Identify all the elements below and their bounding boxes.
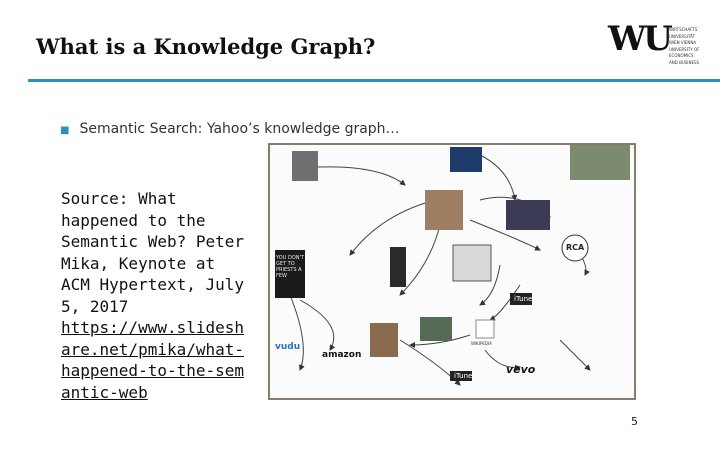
page-number: 5 [631,415,638,428]
university-logo: WU WIRTSCHAFTS UNIVERSITÄT WIEN VIENNA U… [608,22,708,74]
wikipedia-label: WIKIPEDIA [471,341,492,346]
source-citation: Source: What happened to the Semantic We… [61,188,251,403]
rca-logo-node [561,234,589,262]
man-glasses-node [370,323,398,357]
book-cover-node [275,250,305,298]
bullet-text: Semantic Search: Yahoo’s knowledge graph… [79,121,400,137]
knowledge-graph-figure: YOU DON'T GET TO PRIESTS A FEW amazon vu… [268,143,636,400]
stadium-photo-node [420,317,452,341]
source-text: Source: What happened to the Semantic We… [61,189,245,316]
source-link[interactable]: https://www.slideshare.net/pmika/what-ha… [61,318,245,402]
dancer-photo-node [390,247,406,287]
logo-text: WIRTSCHAFTS UNIVERSITÄT WIEN VIENNA UNIV… [669,27,700,65]
mansion-photo-node [570,145,630,180]
itunes-node-bottom [450,371,472,381]
wikipedia-logo-node [475,319,495,339]
itunes-top-label: iTunes [514,295,536,303]
album-art-node [452,244,492,282]
bullet-item: ■ Semantic Search: Yahoo’s knowledge grap… [60,121,400,137]
city-skyline-node [506,200,550,230]
amazon-label: amazon [322,350,362,360]
bullet-marker-icon: ■ [60,125,70,136]
itunes-node-top [510,293,532,305]
rca-label: RCA [566,243,585,252]
itunes-bottom-label: iTunes [454,372,476,380]
slide-title: What is a Knowledge Graph? [36,34,376,59]
book-label: YOU DON'T GET TO PRIESTS A FEW [276,255,304,279]
title-rule [28,79,720,82]
portrait-node [425,190,463,230]
vudu-label: vudu [275,342,301,352]
artist-photo-node [292,151,318,181]
vevo-label: vevo [506,363,536,376]
logo-mark: WU [608,19,673,59]
team-logo-node [450,147,482,172]
